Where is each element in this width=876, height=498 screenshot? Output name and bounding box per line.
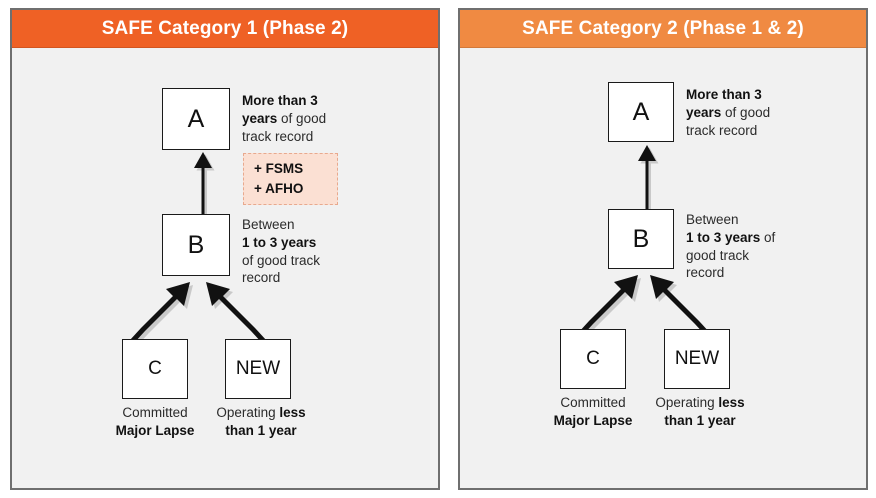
node-c: C xyxy=(122,339,188,399)
b-desc-line4: record xyxy=(242,270,281,286)
panel-2-title: SAFE Category 2 (Phase 1 & 2) xyxy=(460,10,866,48)
caption-node-new: Operating less than 1 year xyxy=(206,404,316,440)
node-new-label: NEW xyxy=(235,358,281,379)
arrow-c-to-b xyxy=(124,270,206,346)
badge-line-afho: + AFHO xyxy=(254,180,304,196)
node-b-description: Between 1 to 3 years of good track record xyxy=(686,211,796,282)
cap-new-line1a: Operating xyxy=(216,405,280,420)
a-desc-bold-2: years xyxy=(242,110,278,126)
node-b-label: B xyxy=(187,230,205,259)
arrow-new-to-b xyxy=(204,270,286,346)
a-desc-bold-1: More than 3 xyxy=(242,93,318,108)
a-desc-bold-2: years xyxy=(686,104,722,120)
node-c-label: C xyxy=(586,348,600,369)
b-desc-line1: Between xyxy=(242,217,295,232)
panel-safe-category-2: SAFE Category 2 (Phase 1 & 2) A More tha… xyxy=(458,8,868,490)
b-desc-line3: good track xyxy=(686,247,750,263)
b-desc-line4: record xyxy=(686,265,725,281)
cap-new-line1b: less xyxy=(279,405,306,420)
b-desc-bold: 1 to 3 years xyxy=(686,229,761,245)
a-desc-rest: of good xyxy=(721,104,771,120)
badge-line-fsms: + FSMS xyxy=(254,161,304,176)
arrow-b-to-a xyxy=(634,141,660,212)
b-desc-of: of xyxy=(760,229,776,245)
cap-c-line2: Major Lapse xyxy=(115,423,195,439)
arrow-b-to-a xyxy=(190,148,216,219)
node-b: B xyxy=(162,214,230,276)
node-new: NEW xyxy=(225,339,291,399)
cap-c-line1: Committed xyxy=(122,405,188,420)
node-a: A xyxy=(608,82,674,142)
panel-1-title: SAFE Category 1 (Phase 2) xyxy=(12,10,438,48)
node-a: A xyxy=(162,88,230,150)
a-desc-line3: track record xyxy=(686,122,758,138)
node-a-description: More than 3 years of good track record xyxy=(242,92,350,145)
node-b-description: Between 1 to 3 years of good track record xyxy=(242,216,358,287)
arrow-c-to-b xyxy=(572,263,654,339)
cap-new-line1b: less xyxy=(718,395,745,410)
node-c: C xyxy=(560,329,626,389)
node-b: B xyxy=(608,209,674,269)
node-c-label: C xyxy=(148,358,162,379)
panel-2-body: A More than 3 years of good track record… xyxy=(460,48,866,490)
caption-node-new: Operating less than 1 year xyxy=(645,394,755,430)
cap-c-line1: Committed xyxy=(560,395,626,410)
panel-safe-category-1: SAFE Category 1 (Phase 2) A More than 3 … xyxy=(10,8,440,490)
cap-new-line2: than 1 year xyxy=(225,423,297,439)
arrow-new-to-b xyxy=(648,263,730,339)
a-desc-rest: of good xyxy=(277,110,327,126)
b-desc-bold: 1 to 3 years xyxy=(242,234,317,250)
a-desc-bold-1: More than 3 xyxy=(686,87,762,102)
addon-badge-fsms-afho: + FSMS + AFHO xyxy=(243,153,338,206)
b-desc-line3: of good track xyxy=(242,252,321,268)
panel-1-body: A More than 3 years of good track record… xyxy=(12,48,438,490)
a-desc-line3: track record xyxy=(242,128,314,144)
node-b-label: B xyxy=(632,224,650,253)
node-a-label: A xyxy=(632,97,650,126)
node-new-label: NEW xyxy=(674,348,720,369)
b-desc-line1: Between xyxy=(686,212,739,227)
node-a-label: A xyxy=(187,104,205,133)
node-a-description: More than 3 years of good track record xyxy=(686,86,798,139)
node-new: NEW xyxy=(664,329,730,389)
cap-new-line1a: Operating xyxy=(655,395,719,410)
cap-new-line2: than 1 year xyxy=(664,413,736,429)
cap-c-line2: Major Lapse xyxy=(553,413,633,429)
